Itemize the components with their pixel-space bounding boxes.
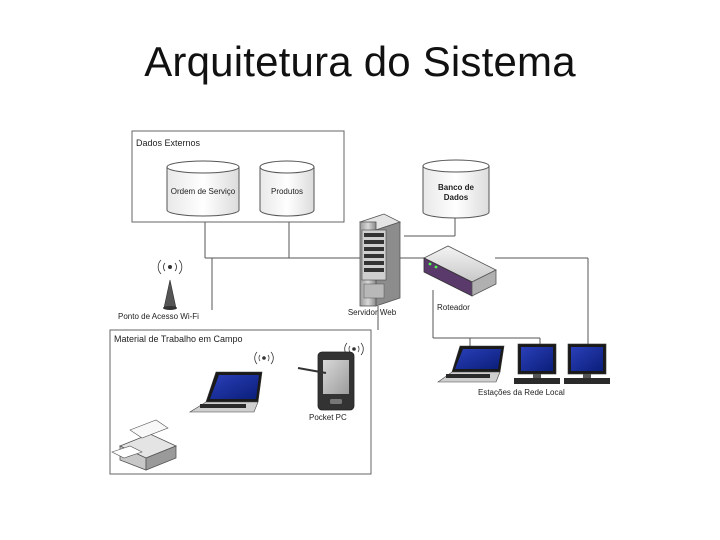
pocket-pc-label: Pocket PC — [309, 413, 347, 422]
web-server-label: Servidor Web — [348, 308, 397, 317]
slide-title: Arquitetura do Sistema — [144, 38, 576, 85]
main-database-label-line2: Dados — [444, 193, 469, 202]
order-database-icon — [166, 160, 240, 217]
laptop-icon — [437, 345, 505, 383]
main-database-icon — [422, 159, 490, 219]
products-database-icon — [259, 160, 315, 217]
pda-icon — [297, 351, 355, 411]
main-database-label-line1: Banco de — [438, 183, 475, 192]
server-icon — [358, 213, 402, 307]
external-data-group: Dados Externos Ordem de Serviço Produtos — [131, 130, 345, 223]
wifi-ap-label: Ponto de Acesso Wi-Fi — [118, 312, 199, 321]
external-data-label: Dados Externos — [136, 138, 201, 148]
wireless-signal-icon — [254, 351, 274, 365]
laptop-icon — [188, 371, 263, 413]
order-database-label: Ordem de Serviço — [171, 187, 236, 196]
desktop-icon — [564, 343, 610, 384]
wifi-antenna-icon — [163, 279, 177, 310]
products-database-label: Produtos — [271, 187, 303, 196]
printer-icon — [111, 419, 178, 471]
router-label: Roteador — [437, 303, 470, 312]
wireless-signal-icon — [157, 259, 183, 275]
local-network-group — [437, 343, 610, 384]
desktop-icon — [514, 343, 560, 384]
local-network-label: Estações da Rede Local — [478, 388, 565, 397]
field-work-label: Material de Trabalho em Campo — [114, 334, 243, 344]
router-icon — [423, 245, 497, 297]
field-work-group: Material de Trabalho em Campo — [109, 329, 372, 475]
